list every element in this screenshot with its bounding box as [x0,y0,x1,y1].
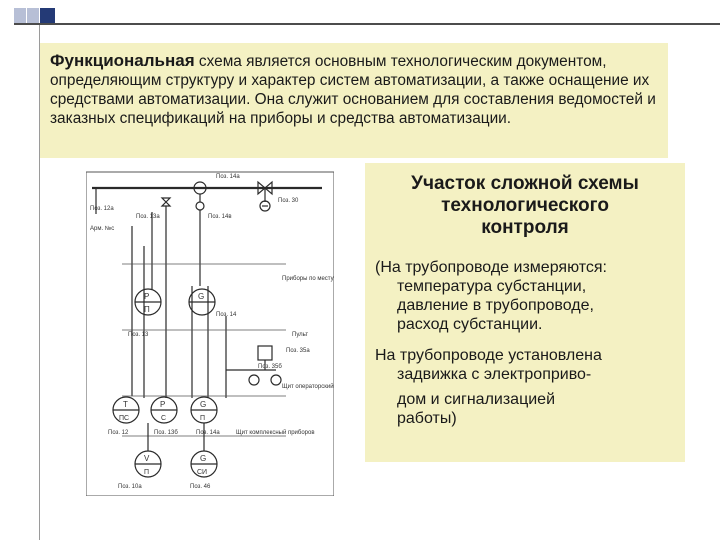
svg-text:ПС: ПС [119,415,129,422]
description-box: Функциональная схема является основным т… [40,43,668,158]
diagram-frame [86,171,334,496]
svg-text:П: П [144,305,150,314]
svg-text:G: G [198,292,204,301]
svg-text:Поз. 35б: Поз. 35б [258,364,282,370]
small-valve-icon [160,197,172,207]
svg-text:Поз. 13а: Поз. 13а [136,214,160,220]
info-title: Участок сложной схемы технологического к… [411,173,639,238]
signal-lamp-icon [248,374,260,386]
svg-text:Поз. 14а: Поз. 14а [196,430,220,436]
svg-text:Поз. 13: Поз. 13 [128,332,149,338]
svg-text:G: G [200,400,206,409]
svg-text:P: P [160,400,165,409]
svg-text:Поз. 12а: Поз. 12а [90,206,114,212]
info-paragraph-2: На трубопроводе установлена задвижка с э… [375,347,602,427]
valve-icon [257,180,273,196]
svg-text:Поз. 35а: Поз. 35а [286,348,310,354]
svg-text:T: T [123,400,128,409]
instrument-panel-p: P С [150,396,178,424]
instrument-panel-t: T ПС [112,396,140,424]
instrument-panel-g: G П [190,396,218,424]
svg-text:Поз. 14: Поз. 14 [216,312,237,318]
svg-text:V: V [144,454,150,463]
svg-text:G: G [200,454,206,463]
transmitter-icon [195,201,205,211]
instrument-panel-g2: G СИ [190,450,218,478]
svg-text:Арм. №с: Арм. №с [90,225,114,232]
instrument-field-p: P П [134,288,162,316]
svg-text:П: П [200,415,205,422]
svg-text:Поз. 14в: Поз. 14в [208,214,232,220]
svg-text:СИ: СИ [197,469,207,476]
actuator-icon [259,200,271,212]
functional-diagram: P П G T ПС P С G П V П G СИ Поз. 14а Поз… [86,171,334,496]
description-text: Функциональная схема является основным т… [50,51,656,127]
svg-text:Щит комплексный приборов: Щит комплексный приборов [236,429,315,436]
instrument-field-g: G [188,288,216,316]
decor-square [14,8,26,25]
decor-square [27,8,39,25]
svg-text:Пульт: Пульт [292,332,308,338]
svg-text:Щит операторский: Щит операторский [282,383,334,390]
svg-text:Поз. 14а: Поз. 14а [216,174,240,180]
pult-switch-icon [257,345,273,361]
info-box: Участок сложной схемы технологического к… [365,163,685,462]
svg-text:П: П [144,469,149,476]
info-paragraph-1: (На трубопроводе измеряются: температура… [375,259,607,333]
svg-text:Поз. 30: Поз. 30 [278,198,299,204]
decor-square [40,8,55,25]
svg-text:С: С [161,415,166,422]
svg-text:Поз. 13б: Поз. 13б [154,430,178,436]
svg-text:Приборы по месту: Приборы по месту [282,276,334,282]
svg-text:Поз. 10а: Поз. 10а [118,484,142,490]
svg-text:P: P [144,292,149,301]
svg-text:Поз. 46: Поз. 46 [190,484,211,490]
side-rule [39,25,40,540]
instrument-panel-v: V П [134,450,162,478]
signal-lamp-icon [270,374,282,386]
header-rule [14,23,720,25]
svg-text:Поз. 12: Поз. 12 [108,430,129,436]
